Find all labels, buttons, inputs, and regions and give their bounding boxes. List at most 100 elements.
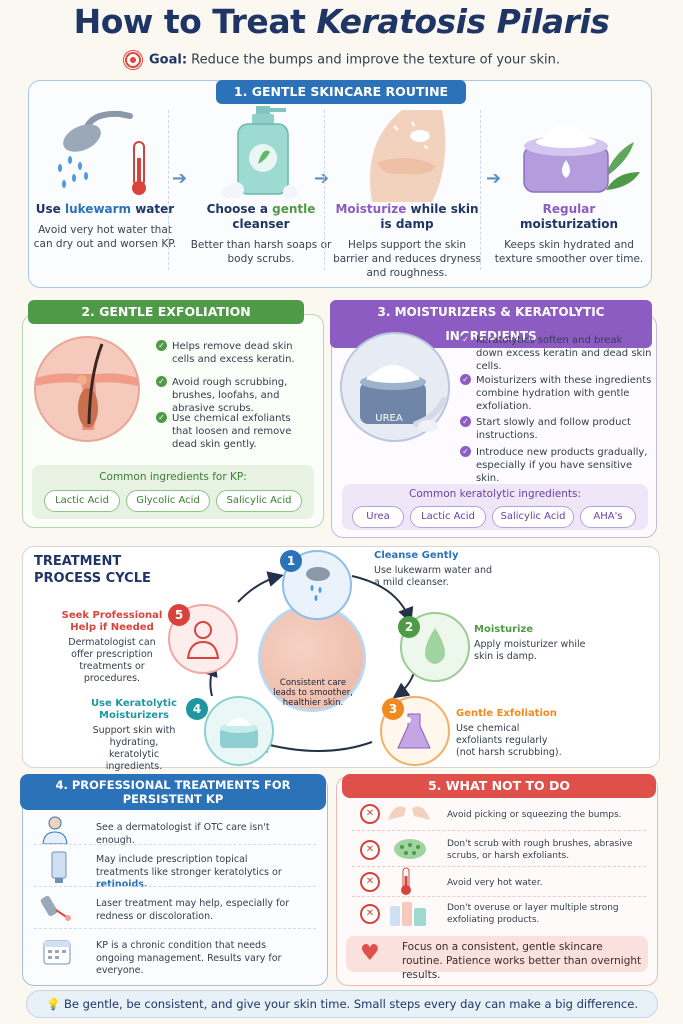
shower-icon [306, 567, 330, 601]
divider [34, 844, 316, 845]
x-icon: ✕ [360, 904, 380, 924]
step-text: Avoid very hot water that can dry out an… [33, 224, 177, 250]
arrow-right-icon: ➔ [486, 168, 502, 189]
section4-header: 4. PROFESSIONAL TREATMENTS FOR PERSISTEN… [20, 774, 326, 810]
section5-header: 5. WHAT NOT TO DO [342, 774, 656, 798]
section-professional-treatments [22, 776, 328, 986]
title-main: How to Treat [73, 2, 306, 41]
ingredient-chip: Urea [352, 506, 404, 528]
check-icon: ✓ [156, 376, 167, 387]
center-skin-circle [258, 604, 366, 712]
step-lukewarm-water: Use lukewarm water Avoid very hot water … [30, 102, 180, 251]
ingredient-chip: Lactic Acid [410, 506, 486, 528]
goal-line: Goal: Reduce the bumps and improve the t… [0, 50, 683, 70]
focus-callout: ♥ Focus on a consistent, gentle skincare… [346, 936, 648, 981]
doctor-icon [42, 816, 68, 844]
title-italic: Keratosis Pilaris [316, 2, 610, 41]
ingredient-chip: Glycolic Acid [126, 490, 210, 512]
lightbulb-icon: 💡 [46, 997, 61, 1011]
dont-row: Avoid picking or squeezing the bumps. [447, 810, 622, 820]
ingredient-chip: Lactic Acid [44, 490, 120, 512]
heart-icon: ♥ [360, 941, 380, 966]
focus-text: Focus on a consistent, gentle skincare r… [402, 941, 642, 981]
droplet-icon [425, 628, 445, 664]
check-icon: ✓ [156, 412, 167, 423]
divider [352, 830, 646, 831]
keratolytic-bullet: ✓Introduce new products gradually, espec… [460, 446, 652, 485]
divider [34, 886, 316, 887]
flask-icon [397, 713, 431, 749]
product-bottles-icon [390, 902, 426, 926]
exfoliation-bullet: ✓Use chemical exfoliants that loosen and… [156, 412, 314, 451]
jar-label: UREA [375, 413, 403, 424]
divider [480, 110, 481, 270]
footer-tip: 💡 Be gentle, be consistent, and give you… [26, 990, 658, 1018]
x-icon: ✕ [360, 804, 380, 824]
ingredient-chip: Salicylic Acid [492, 506, 574, 528]
ingredient-chip: Salicylic Acid [216, 490, 302, 512]
step-heading: Use lukewarm water [35, 202, 175, 216]
arrow-right-icon: ➔ [172, 168, 188, 189]
step-text: Keeps skin hydrated and texture smoother… [494, 239, 644, 265]
arrow-right-icon: ➔ [314, 168, 330, 189]
divider [34, 928, 316, 929]
step-heading: Regular moisturization [519, 202, 619, 231]
treatment-row: Laser treatment may help, especially for… [96, 898, 290, 922]
goal-label: Goal: [149, 52, 188, 68]
exfoliation-bullet: ✓Avoid rough scrubbing, brushes, loofahs… [156, 376, 316, 415]
cream-jar-icon [220, 718, 258, 748]
check-icon: ✓ [460, 416, 471, 427]
urea-jar-icon [338, 330, 452, 448]
check-icon: ✓ [460, 446, 471, 457]
doctor-icon [186, 621, 220, 659]
step-number: 5 [168, 604, 190, 626]
footer-text: Be gentle, be consistent, and give your … [63, 997, 638, 1011]
calendar-icon [43, 940, 71, 965]
section1-header: 1. GENTLE SKINCARE ROUTINE [216, 80, 466, 104]
cycle-title: TREATMENT PROCESS CYCLE [34, 554, 151, 586]
dont-row: Don't overuse or layer multiple strong e… [447, 903, 619, 925]
dont-row: Avoid very hot water. [447, 878, 543, 888]
exfoliation-bullet: ✓Helps remove dead skin cells and excess… [156, 340, 314, 366]
ingredients-label: Common ingredients for KP: [99, 471, 247, 483]
divider [168, 110, 169, 270]
step-number: 1 [280, 550, 302, 572]
arm-moisturize-icon [332, 102, 482, 202]
divider [324, 110, 325, 270]
step-regular-moisturization: Regular moisturization Keeps skin hydrat… [494, 102, 644, 266]
ingredient-chip: AHA's [580, 506, 636, 528]
thermometer-icon [401, 867, 411, 895]
step-heading: Moisturize while skin is damp [335, 202, 479, 231]
center-text: Consistent care leads to smoother, healt… [273, 678, 353, 708]
goal-text: Reduce the bumps and improve the texture… [191, 52, 560, 68]
cleanser-bottle-icon [186, 102, 336, 202]
cream-jar-icon [494, 102, 644, 202]
check-icon: ✓ [460, 374, 471, 385]
ingredients-label: Common keratolytic ingredients: [409, 488, 581, 500]
treatment-row: See a dermatologist if OTC care isn't en… [96, 822, 270, 846]
target-icon [123, 50, 143, 70]
laser-icon [40, 895, 71, 921]
step-moisturize-damp: Moisturize while skin is damp Helps supp… [332, 102, 482, 280]
dont-row: Don't scrub with rough brushes, abrasive… [447, 839, 633, 861]
step-gentle-cleanser: Choose a gentle cleanser Better than har… [186, 102, 336, 266]
treatment-row: May include prescription topical treatme… [96, 854, 282, 890]
scrub-brush-icon [394, 839, 426, 859]
hands-squeeze-icon [388, 806, 430, 820]
cycle-node-keratolytic [204, 696, 274, 766]
page-title: How to Treat Keratosis Pilaris [0, 2, 683, 41]
check-icon: ✓ [156, 340, 167, 351]
step-number: 3 [382, 698, 404, 720]
step-number: 2 [398, 616, 420, 638]
cream-tube-icon [51, 851, 67, 883]
step-text: Better than harsh soaps or body scrubs. [190, 239, 332, 265]
keratolytic-bullet: ✓Start slowly and follow product instruc… [460, 416, 652, 442]
shower-icon [30, 102, 180, 202]
keratolytic-bullet: ✓Moisturizers with these ingredients com… [460, 374, 652, 413]
step-heading: Choose a gentle cleanser [206, 202, 316, 231]
